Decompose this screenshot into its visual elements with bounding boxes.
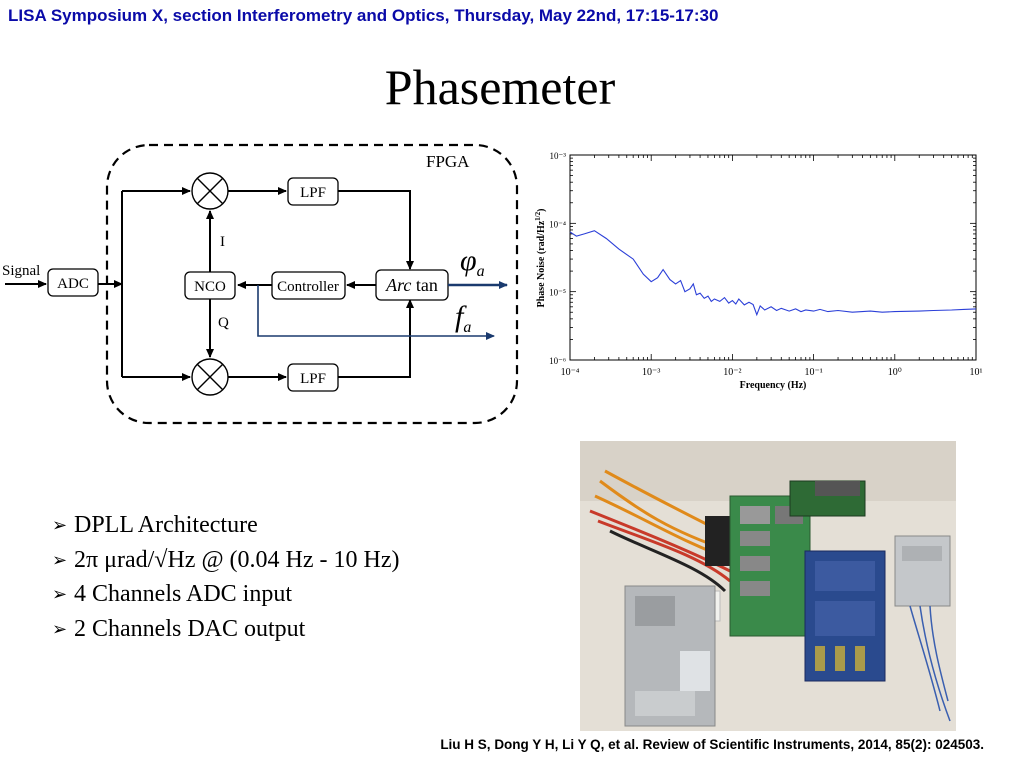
citation: Liu H S, Dong Y H, Li Y Q, et al. Review…: [440, 737, 984, 752]
y-tick-label: 10⁻⁶: [549, 356, 566, 366]
adc-board: [804, 550, 886, 682]
fpga-label: FPGA: [426, 152, 470, 171]
nco-label: NCO: [194, 279, 226, 295]
y-tick-label: 10⁻³: [550, 151, 567, 161]
adc-label: ADC: [57, 276, 89, 292]
x-tick-label: 10⁻⁴: [561, 367, 580, 378]
q-label: Q: [218, 315, 229, 331]
slide-header: LISA Symposium X, section Interferometry…: [8, 6, 719, 25]
hardware-photo: [580, 441, 956, 731]
adc-block: [47, 268, 99, 297]
plot-ylabel: Phase Noise (rad/Hz1/2): [534, 209, 547, 308]
x-tick-label: 10⁻³: [642, 367, 660, 378]
plot-frame: [569, 154, 977, 361]
mixer-bottom: [191, 358, 229, 396]
bullet-item: ➢2π μrad/√Hz @ (0.04 Hz - 10 Hz): [52, 543, 400, 578]
bullet-list: ➢DPLL Architecture ➢2π μrad/√Hz @ (0.04 …: [52, 508, 400, 646]
x-tick-label: 10¹: [970, 367, 983, 378]
power-supply: [624, 585, 716, 727]
dpll-block-diagram: FPGA Signal ADC LPF LPF Arc tan Controll…: [2, 143, 519, 425]
x-tick-label: 10⁰: [888, 367, 902, 378]
slide-title: Phasemeter: [384, 59, 616, 115]
y-tick-label: 10⁻⁵: [549, 288, 566, 298]
fpga-board: [729, 495, 811, 637]
plot-series-line: [569, 230, 977, 317]
signal-label: Signal: [2, 263, 40, 279]
bullet-arrow-icon: ➢: [52, 515, 68, 535]
bullet-item: ➢2 Channels DAC output: [52, 612, 400, 647]
lpf-bottom-label: LPF: [300, 371, 326, 387]
x-tick-label: 10⁻¹: [804, 367, 822, 378]
plot-xlabel: Frequency (Hz): [740, 380, 807, 391]
bullet-arrow-icon: ➢: [52, 549, 68, 570]
arctan-label: Arc tan: [385, 275, 438, 295]
x-tick-label: 10⁻²: [723, 367, 741, 378]
bullet-arrow-icon: ➢: [52, 584, 68, 604]
lpf-top-label: LPF: [300, 185, 326, 201]
mixer-top: [191, 172, 229, 210]
y-tick-label: 10⁻⁴: [549, 219, 566, 229]
i-label: I: [220, 234, 225, 250]
dc-converter: [894, 535, 951, 607]
bullet-item: ➢4 Channels ADC input: [52, 577, 400, 612]
controller-label: Controller: [277, 279, 339, 295]
f-output-label: fa: [455, 300, 471, 336]
bullet-item: ➢DPLL Architecture: [52, 508, 400, 543]
bullet-arrow-icon: ➢: [52, 618, 68, 639]
phi-output-label: φa: [460, 244, 485, 280]
